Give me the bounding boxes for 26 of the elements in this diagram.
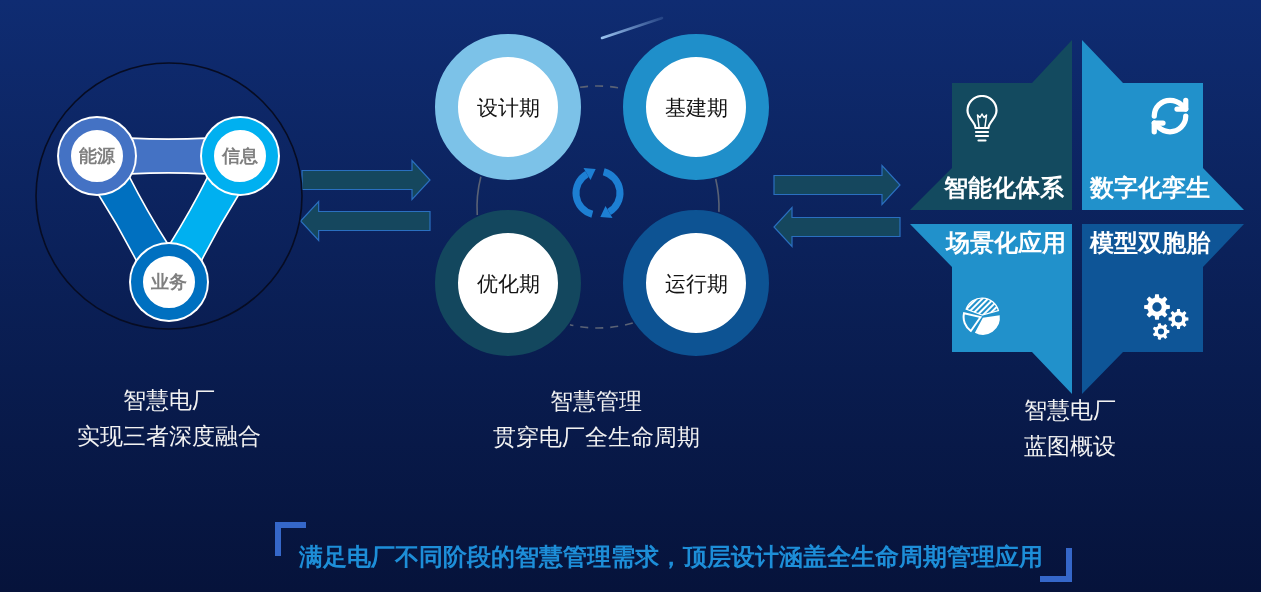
quadrant-panel [910,224,1072,394]
phase-label: 运行期 [664,272,728,294]
caption-text: 满足电厂不同阶段的智慧管理需求，顶层设计涵盖全生命周期管理应用 [299,542,1043,572]
quadrant-panel [1082,40,1244,210]
group-caption: 智慧电厂 [1024,396,1116,424]
phase-label: 基建期 [664,96,728,118]
block-arrow [773,205,901,249]
block-arrow [301,158,431,202]
group-caption: 贯穿电厂全生命周期 [492,423,700,451]
block-arrow [299,199,431,243]
node-label: 业务 [151,273,187,291]
panel-title: 场景化应用 [946,231,1066,255]
block-arrow [773,163,901,207]
panel-title: 模型双胞胎 [1090,231,1210,255]
node-label: 信息 [222,147,258,165]
quadrant-panel [910,40,1072,210]
phase-label: 设计期 [476,96,540,118]
panel-title: 智能化体系 [944,176,1064,200]
phase-label: 优化期 [476,272,540,294]
group-caption: 蓝图概设 [1024,432,1116,460]
group-caption: 智慧管理 [550,387,642,415]
group-caption: 智慧电厂 [123,386,215,414]
group-caption: 实现三者深度融合 [77,422,261,450]
panel-title: 数字化孪生 [1090,176,1210,200]
quadrant-panel [1082,224,1244,394]
node-label: 能源 [79,147,115,165]
